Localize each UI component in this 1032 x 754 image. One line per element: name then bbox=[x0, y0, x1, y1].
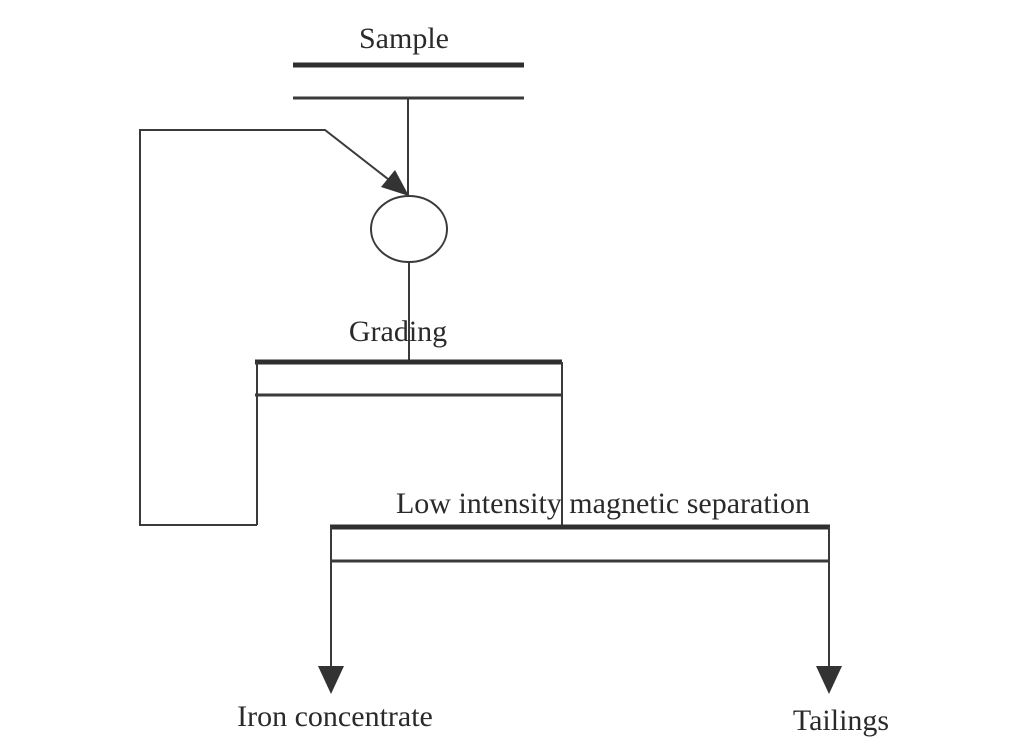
tailings-label: Tailings bbox=[793, 704, 889, 737]
iron-concentrate-label: Iron concentrate bbox=[237, 700, 433, 733]
lims-label: Low intensity magnetic separation bbox=[396, 487, 810, 520]
grinding-mill-circle bbox=[370, 195, 448, 263]
recycle-loop-line bbox=[139, 129, 398, 526]
tailings-arrowhead-icon bbox=[816, 666, 842, 694]
sample-label: Sample bbox=[359, 22, 449, 55]
grading-label: Grading bbox=[349, 315, 447, 348]
recycle-arrowhead-icon bbox=[381, 170, 409, 196]
iron-arrowhead-icon bbox=[318, 666, 344, 694]
